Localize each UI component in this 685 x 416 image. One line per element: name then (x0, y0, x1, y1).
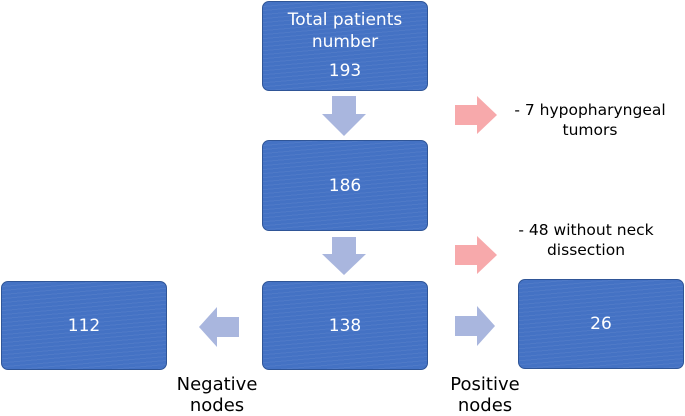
exclusion-note-1: - 7 hypopharyngeal tumors (514, 101, 666, 139)
negative-nodes-value: 112 (67, 315, 101, 336)
exclusion-arrow-2 (455, 236, 497, 274)
negative-nodes-box: 112 (1, 281, 167, 370)
positive-nodes-value: 26 (590, 314, 612, 334)
dissected-box: 138 (262, 281, 428, 370)
dissected-value: 138 (328, 315, 362, 336)
negative-nodes-label: Negative nodes (176, 374, 258, 416)
down-arrow-2 (322, 237, 366, 275)
total-patients-title: Total patients number (287, 10, 403, 52)
after-exclusion-box: 186 (262, 140, 428, 231)
total-patients-box: Total patients number 193 (262, 1, 428, 91)
positive-nodes-box: 26 (518, 279, 684, 369)
total-patients-value: 193 (328, 61, 362, 81)
left-arrow (199, 307, 239, 347)
exclusion-note-2: - 48 without neck dissection (518, 221, 654, 259)
after-exclusion-value: 186 (328, 175, 362, 196)
exclusion-arrow-1 (455, 96, 497, 134)
right-arrow (455, 306, 495, 346)
positive-nodes-label: Positive nodes (450, 374, 520, 416)
down-arrow-1 (322, 96, 366, 136)
